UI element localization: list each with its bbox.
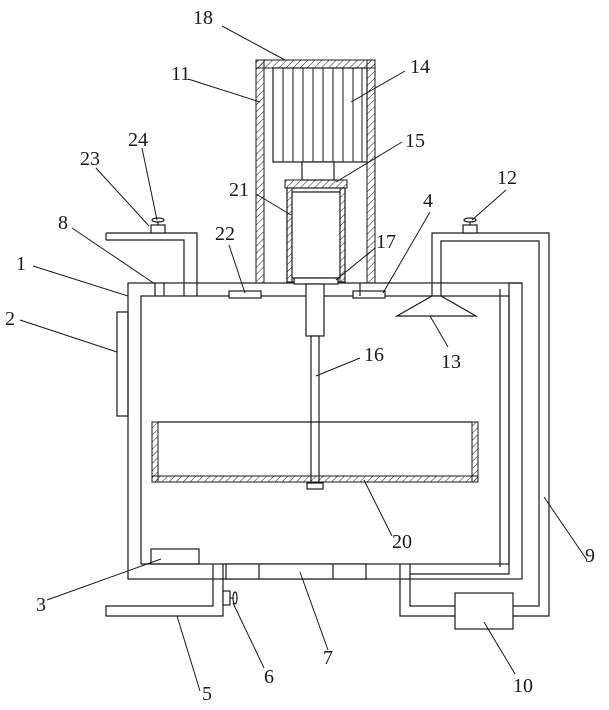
inlet-pipe (155, 283, 164, 296)
stirring-rod (311, 336, 319, 487)
pipe-valve (463, 218, 477, 233)
label-8: 8 (58, 212, 68, 234)
bottom-block (151, 549, 199, 564)
label-21: 21 (229, 179, 249, 201)
label-12: 12 (497, 167, 517, 189)
label-15: 15 (405, 130, 425, 152)
label-11: 11 (171, 63, 190, 85)
label-3: 3 (36, 594, 46, 616)
label-16: 16 (364, 344, 384, 366)
label-22: 22 (215, 223, 235, 245)
feed-bracket (106, 233, 197, 296)
pump (455, 593, 513, 629)
drain-valve (223, 591, 237, 605)
tank-body (128, 283, 522, 579)
label-2: 2 (5, 308, 15, 330)
cylinder (287, 188, 345, 282)
bottom-outlet (226, 564, 366, 579)
label-5: 5 (202, 683, 212, 705)
label-13: 13 (441, 351, 461, 373)
rod-end-cap (307, 483, 323, 489)
return-pipe (400, 564, 455, 616)
label-7: 7 (323, 647, 333, 669)
drain-pipe (106, 564, 223, 616)
connector-plate (294, 278, 338, 284)
label-9: 9 (585, 545, 595, 567)
side-panel (117, 312, 128, 416)
upper-shaft (306, 284, 324, 336)
label-18: 18 (193, 7, 213, 29)
label-10: 10 (513, 675, 533, 697)
label-24: 24 (128, 129, 148, 151)
label-14: 14 (410, 56, 430, 78)
motor (273, 68, 367, 162)
spray-head (397, 296, 476, 316)
label-4: 4 (423, 190, 433, 212)
lid-seal-right (353, 291, 385, 298)
inner-pipe-run (410, 283, 509, 574)
bracket-valve (151, 218, 165, 233)
label-20: 20 (392, 531, 412, 553)
label-17: 17 (376, 231, 396, 253)
circulation-pipe (432, 233, 549, 616)
label-1: 1 (16, 253, 26, 275)
motor-shaft (302, 162, 334, 180)
label-23: 23 (80, 148, 100, 170)
label-6: 6 (264, 666, 274, 688)
